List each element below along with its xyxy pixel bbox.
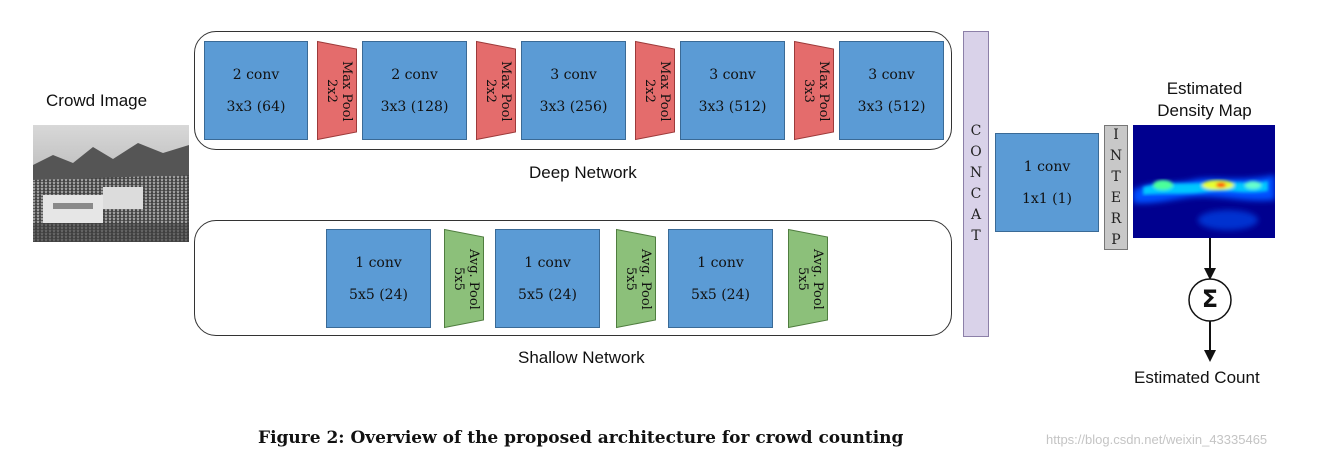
estimated-count-label: Estimated Count	[1134, 368, 1260, 387]
figure-caption: Figure 2: Overview of the proposed archi…	[258, 428, 904, 448]
deep-conv-block: 3 conv 3x3 (512)	[839, 41, 944, 140]
shallow-conv-block: 1 conv 5x5 (24)	[668, 229, 773, 328]
conv-spec: 3x3 (64)	[226, 98, 286, 115]
interp-letter: E	[1110, 189, 1122, 206]
concat-letter: T	[971, 228, 981, 244]
max-pool-label: Max Pool 2x2	[483, 60, 513, 122]
deep-network-label: Deep Network	[529, 163, 637, 182]
avg-pool-label: Avg. Pool 5x5	[795, 248, 825, 310]
conv-spec: 3x3 (128)	[380, 98, 449, 115]
crowd-image-label: Crowd Image	[46, 91, 148, 110]
conv-title: 3 conv	[868, 66, 915, 83]
max-pool-label: Max Pool 3x3	[801, 60, 831, 122]
shallow-network-label: Shallow Network	[518, 348, 645, 367]
max-pool-label: Max Pool 2x2	[642, 60, 672, 122]
density-map-image	[1133, 125, 1275, 238]
avg-pool-shape	[444, 228, 484, 329]
interp-bar: I N T E R P	[1104, 125, 1128, 250]
conv-spec: 1x1 (1)	[1022, 190, 1072, 207]
conv-spec: 3x3 (512)	[857, 98, 926, 115]
conv-title: 1 conv	[524, 254, 571, 271]
interp-letter: N	[1109, 147, 1123, 164]
conv-title: 3 conv	[550, 66, 597, 83]
conv-spec: 5x5 (24)	[691, 286, 750, 303]
max-pool-shape	[476, 40, 516, 141]
max-pool-shape	[317, 40, 357, 141]
density-map-label: Estimated Density Map	[1132, 78, 1277, 122]
sum-symbol: Σ	[1201, 285, 1219, 313]
concat-letter: O	[970, 144, 982, 160]
conv-title: 1 conv	[355, 254, 402, 271]
deep-conv-block: 2 conv 3x3 (128)	[362, 41, 467, 140]
max-pool-label: Max Pool 2x2	[324, 60, 354, 122]
interp-letter: T	[1111, 168, 1121, 185]
output-flow	[1188, 238, 1232, 362]
concat-letter: C	[970, 186, 982, 202]
conv-spec: 5x5 (24)	[349, 286, 408, 303]
watermark: https://blog.csdn.net/weixin_43335465	[1046, 432, 1268, 447]
arrow-head	[1204, 268, 1216, 280]
deep-conv-block: 3 conv 3x3 (256)	[521, 41, 626, 140]
avg-pool-label: Avg. Pool 5x5	[451, 248, 481, 310]
crowd-image	[33, 125, 189, 242]
deep-conv-block: 2 conv 3x3 (64)	[204, 41, 308, 140]
density-map-label-line1: Estimated	[1166, 79, 1243, 98]
conv-title: 1 conv	[1023, 158, 1071, 175]
avg-pool-shape	[616, 228, 656, 329]
concat-letter: N	[969, 165, 983, 181]
conv-title: 1 conv	[697, 254, 744, 271]
density-map-label-line2: Density Map	[1157, 101, 1252, 120]
conv-spec: 3x3 (256)	[539, 98, 608, 115]
conv-title: 2 conv	[232, 66, 280, 83]
shallow-conv-block: 1 conv 5x5 (24)	[326, 229, 431, 328]
final-conv-block: 1 conv 1x1 (1)	[995, 133, 1099, 232]
concat-letter: A	[970, 207, 982, 223]
interp-letter: R	[1110, 210, 1122, 227]
max-pool-shape	[635, 40, 675, 141]
concat-bar: C O N C A T	[963, 31, 989, 337]
max-pool-shape	[794, 40, 834, 141]
deep-conv-block: 3 conv 3x3 (512)	[680, 41, 785, 140]
interp-letter: P	[1111, 231, 1121, 248]
concat-letter: C	[970, 123, 982, 139]
conv-title: 2 conv	[391, 66, 438, 83]
conv-spec: 3x3 (512)	[698, 98, 767, 115]
arrow-head	[1204, 350, 1216, 362]
shallow-conv-block: 1 conv 5x5 (24)	[495, 229, 600, 328]
conv-spec: 5x5 (24)	[518, 286, 577, 303]
interp-letter: I	[1113, 126, 1119, 143]
avg-pool-label: Avg. Pool 5x5	[623, 248, 653, 310]
avg-pool-shape	[788, 228, 828, 329]
conv-title: 3 conv	[709, 66, 756, 83]
